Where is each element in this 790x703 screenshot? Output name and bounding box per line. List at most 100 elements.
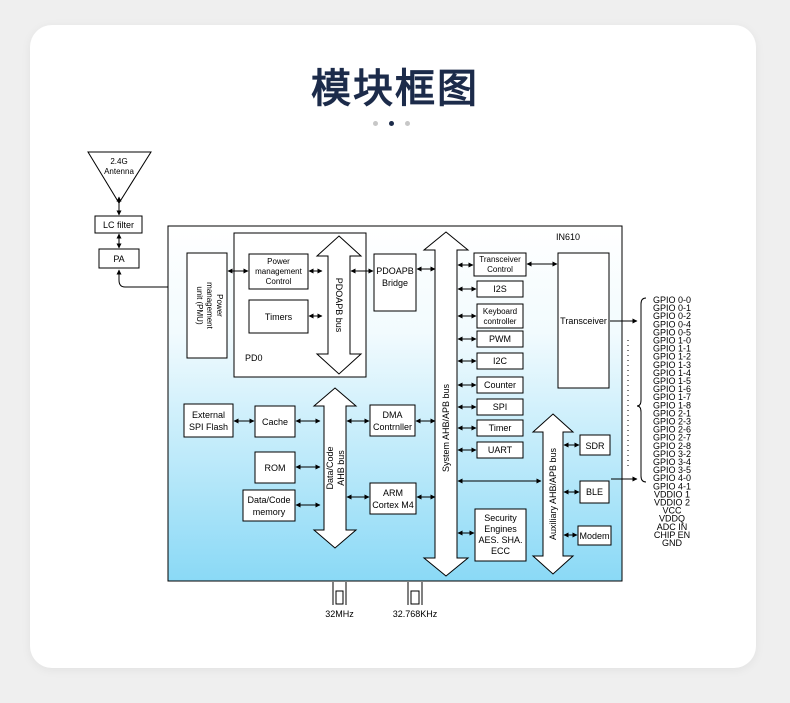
- svg-text:UART: UART: [488, 445, 513, 455]
- pin-label: GPIO 1-2: [653, 352, 691, 362]
- auxiliary-ahb-apb-bus: Auxiliary AHB/APB bus: [531, 413, 575, 575]
- svg-text:BLE: BLE: [586, 487, 603, 497]
- cache-block: Cache: [254, 405, 296, 438]
- svg-text:Control: Control: [266, 277, 292, 286]
- pin-label: GPIO 1-0: [653, 336, 691, 346]
- svg-text:32MHz: 32MHz: [325, 609, 354, 619]
- pin-label: GPIO 0-4: [653, 319, 691, 329]
- pin-label: GPIO 1-8: [653, 400, 691, 410]
- svg-text:Timer: Timer: [489, 423, 512, 433]
- pin-label: VDDIO 2: [654, 498, 690, 508]
- peripheral-spi: SPI: [476, 398, 524, 416]
- modem-block: Modem: [577, 525, 612, 546]
- crystal-32mhz: 32MHz: [325, 582, 354, 619]
- system-ahb-apb-bus: System AHB/APB bus: [422, 231, 470, 577]
- svg-text:PDOAPB bus: PDOAPB bus: [334, 278, 344, 333]
- svg-text:Data/Code: Data/Code: [247, 495, 290, 505]
- pa-block: PA: [98, 248, 140, 269]
- pin-label: GPIO 1-3: [653, 360, 691, 370]
- svg-text:Power: Power: [215, 294, 224, 317]
- pmu-block: Power management unit (PMU): [186, 252, 228, 359]
- carousel-dot[interactable]: [405, 121, 410, 126]
- svg-text:I2S: I2S: [493, 284, 507, 294]
- pin-label: GND: [662, 538, 683, 548]
- rom-block: ROM: [254, 451, 296, 484]
- crystal-32768khz: 32.768KHz: [393, 582, 438, 619]
- svg-text:Engines: Engines: [484, 524, 517, 534]
- pin-label: GPIO 2-7: [653, 433, 691, 443]
- timers-block: Timers: [248, 299, 309, 334]
- pin-label: GPIO 1-4: [653, 368, 691, 378]
- pin-label: GPIO 3-2: [653, 449, 691, 459]
- svg-text:32.768KHz: 32.768KHz: [393, 609, 438, 619]
- svg-text:Control: Control: [487, 265, 513, 274]
- svg-text:Auxiliary AHB/APB bus: Auxiliary AHB/APB bus: [548, 447, 558, 540]
- svg-text:SPI: SPI: [493, 402, 508, 412]
- pin-label: GPIO 3-5: [653, 465, 691, 475]
- svg-text:management: management: [205, 282, 214, 329]
- peripheral-pwm: PWM: [476, 330, 524, 348]
- pin-label: VDDIO 1: [654, 489, 690, 499]
- svg-text:PWM: PWM: [489, 334, 511, 344]
- pin-label: GPIO 3-4: [653, 457, 691, 467]
- carousel-dots: [370, 120, 420, 128]
- svg-text:AES. SHA.: AES. SHA.: [478, 535, 522, 545]
- carousel-dot[interactable]: [373, 121, 378, 126]
- data-code-ahb-bus: Data/Code AHB bus: [312, 387, 358, 549]
- pdoapb-bus: PDOAPB bus: [315, 235, 363, 375]
- svg-text:DMA: DMA: [383, 410, 403, 420]
- pd0-label: PD0: [245, 353, 263, 363]
- svg-text:controller: controller: [484, 317, 517, 326]
- pin-label: GPIO 4-1: [653, 481, 691, 491]
- transceiver-block: Transceiver: [557, 252, 610, 389]
- svg-text:External: External: [192, 410, 225, 420]
- svg-text:PA: PA: [113, 254, 124, 264]
- pin-label: GPIO 0-2: [653, 311, 691, 321]
- svg-text:SPI Flash: SPI Flash: [189, 422, 228, 432]
- peripheral-timer: Timer: [476, 419, 524, 437]
- svg-text:Cortex M4: Cortex M4: [372, 500, 414, 510]
- pin-label: GPIO 1-7: [653, 392, 691, 402]
- peripheral-uart: UART: [476, 441, 524, 459]
- external-spi-flash-block: External SPI Flash: [183, 403, 234, 438]
- dma-controller-block: DMA Contrnller: [369, 404, 416, 437]
- svg-text:Data/Code: Data/Code: [325, 446, 335, 489]
- svg-text:Security: Security: [484, 513, 517, 523]
- pin-brace: [636, 297, 647, 483]
- pin-label: GPIO 4-0: [653, 473, 691, 483]
- svg-text:unit (PMU): unit (PMU): [195, 286, 204, 325]
- peripheral-i2s: I2S: [476, 280, 524, 298]
- svg-text:Keyboard: Keyboard: [483, 307, 517, 316]
- svg-text:2.4G: 2.4G: [110, 157, 127, 166]
- svg-text:Counter: Counter: [484, 380, 516, 390]
- pin-label: GPIO 0-1: [653, 303, 691, 313]
- svg-text:Bridge: Bridge: [382, 278, 408, 288]
- security-engines-block: Security Engines AES. SHA. ECC: [474, 508, 527, 562]
- peripheral-i2c: I2C: [476, 352, 524, 370]
- svg-text:Contrnller: Contrnller: [373, 422, 412, 432]
- transceiver-control-block: Transceiver Control: [473, 252, 527, 277]
- carousel-dot[interactable]: [389, 121, 394, 126]
- pin-label: VDDQ: [659, 514, 685, 524]
- pin-label: GPIO 1-6: [653, 384, 691, 394]
- svg-text:ARM: ARM: [383, 488, 403, 498]
- svg-text:AHB bus: AHB bus: [336, 450, 346, 486]
- svg-text:ROM: ROM: [265, 463, 286, 473]
- svg-text:Power: Power: [267, 257, 290, 266]
- power-management-control-block: Power management Control: [248, 253, 309, 290]
- pin-label: GPIO 2-1: [653, 408, 691, 418]
- svg-text:Timers: Timers: [265, 312, 293, 322]
- svg-text:Transceiver: Transceiver: [479, 255, 521, 264]
- svg-text:Transceiver: Transceiver: [560, 316, 607, 326]
- svg-text:I2C: I2C: [493, 356, 508, 366]
- pin-label: ADC IN: [657, 522, 688, 532]
- pin-label: GPIO 2-8: [653, 441, 691, 451]
- antenna: 2.4G Antenna: [87, 151, 152, 204]
- pin-label: GPIO 2-3: [653, 417, 691, 427]
- svg-text:Cache: Cache: [262, 417, 288, 427]
- svg-text:memory: memory: [253, 507, 286, 517]
- svg-text:SDR: SDR: [585, 441, 605, 451]
- svg-text:System AHB/APB bus: System AHB/APB bus: [441, 383, 451, 472]
- sdr-block: SDR: [579, 434, 611, 456]
